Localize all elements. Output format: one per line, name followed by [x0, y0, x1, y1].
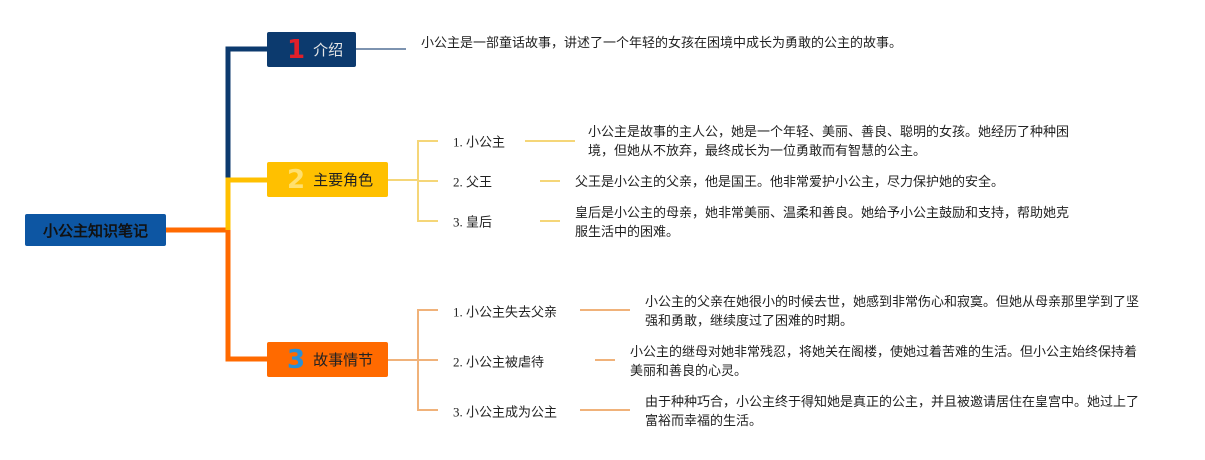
leaf-character-princess[interactable]: 1. 小公主	[453, 134, 506, 150]
number-badge: 1	[287, 34, 306, 65]
topic-characters[interactable]: 2 主要角色	[267, 162, 388, 197]
leaf-character-king[interactable]: 2. 父王	[453, 174, 493, 190]
leaf-plot-becomes-princess[interactable]: 3. 小公主成为公主	[453, 404, 558, 420]
intro-description: 小公主是一部童话故事，讲述了一个年轻的女孩在困境中成长为勇敢的公主的故事。	[421, 35, 903, 50]
number-badge: 3	[287, 344, 306, 375]
topic-label: 故事情节	[313, 352, 374, 369]
abused-description: 小公主的继母对她非常残忍，将她关在阁楼，使她过着苦难的生活。但小公主始终保持着美…	[630, 344, 1138, 378]
queen-description: 皇后是小公主的母亲，她非常美丽、温柔和善良。她给予小公主鼓励和支持，帮助她克服生…	[575, 205, 1070, 239]
lose-father-description: 小公主的父亲在她很小的时候去世，她感到非常伤心和寂寞。但她从母亲那里学到了坚强和…	[645, 294, 1140, 328]
connector-topic-3	[225, 230, 267, 362]
leaf-plot-lose-father[interactable]: 1. 小公主失去父亲	[453, 304, 558, 320]
number-badge: 2	[287, 164, 306, 195]
king-description: 父王是小公主的父亲，他是国王。他非常爱护小公主，尽力保护她的安全。	[575, 174, 1005, 189]
topic-label: 主要角色	[313, 172, 374, 189]
connector-topic-1	[225, 46, 267, 180]
leaf-plot-abused[interactable]: 2. 小公主被虐待	[453, 354, 545, 370]
topic-label: 介绍	[313, 42, 344, 59]
connector-plot	[388, 309, 630, 411]
connector-characters	[388, 140, 575, 222]
princess-description: 小公主是故事的主人公，她是一个年轻、美丽、善良、聪明的女孩。她经历了种种困境，但…	[588, 124, 1070, 158]
topic-plot[interactable]: 3 故事情节	[267, 342, 388, 377]
becomes-princess-description: 由于种种巧合，小公主终于得知她是真正的公主，并且被邀请居住在皇宫中。她过上了富裕…	[645, 394, 1140, 428]
topic-intro[interactable]: 1 介绍	[267, 32, 356, 67]
root-label: 小公主知识笔记	[42, 222, 148, 240]
connector-topic-2	[225, 177, 267, 230]
leaf-character-queen[interactable]: 3. 皇后	[453, 214, 493, 230]
root-node[interactable]: 小公主知识笔记	[25, 214, 166, 246]
